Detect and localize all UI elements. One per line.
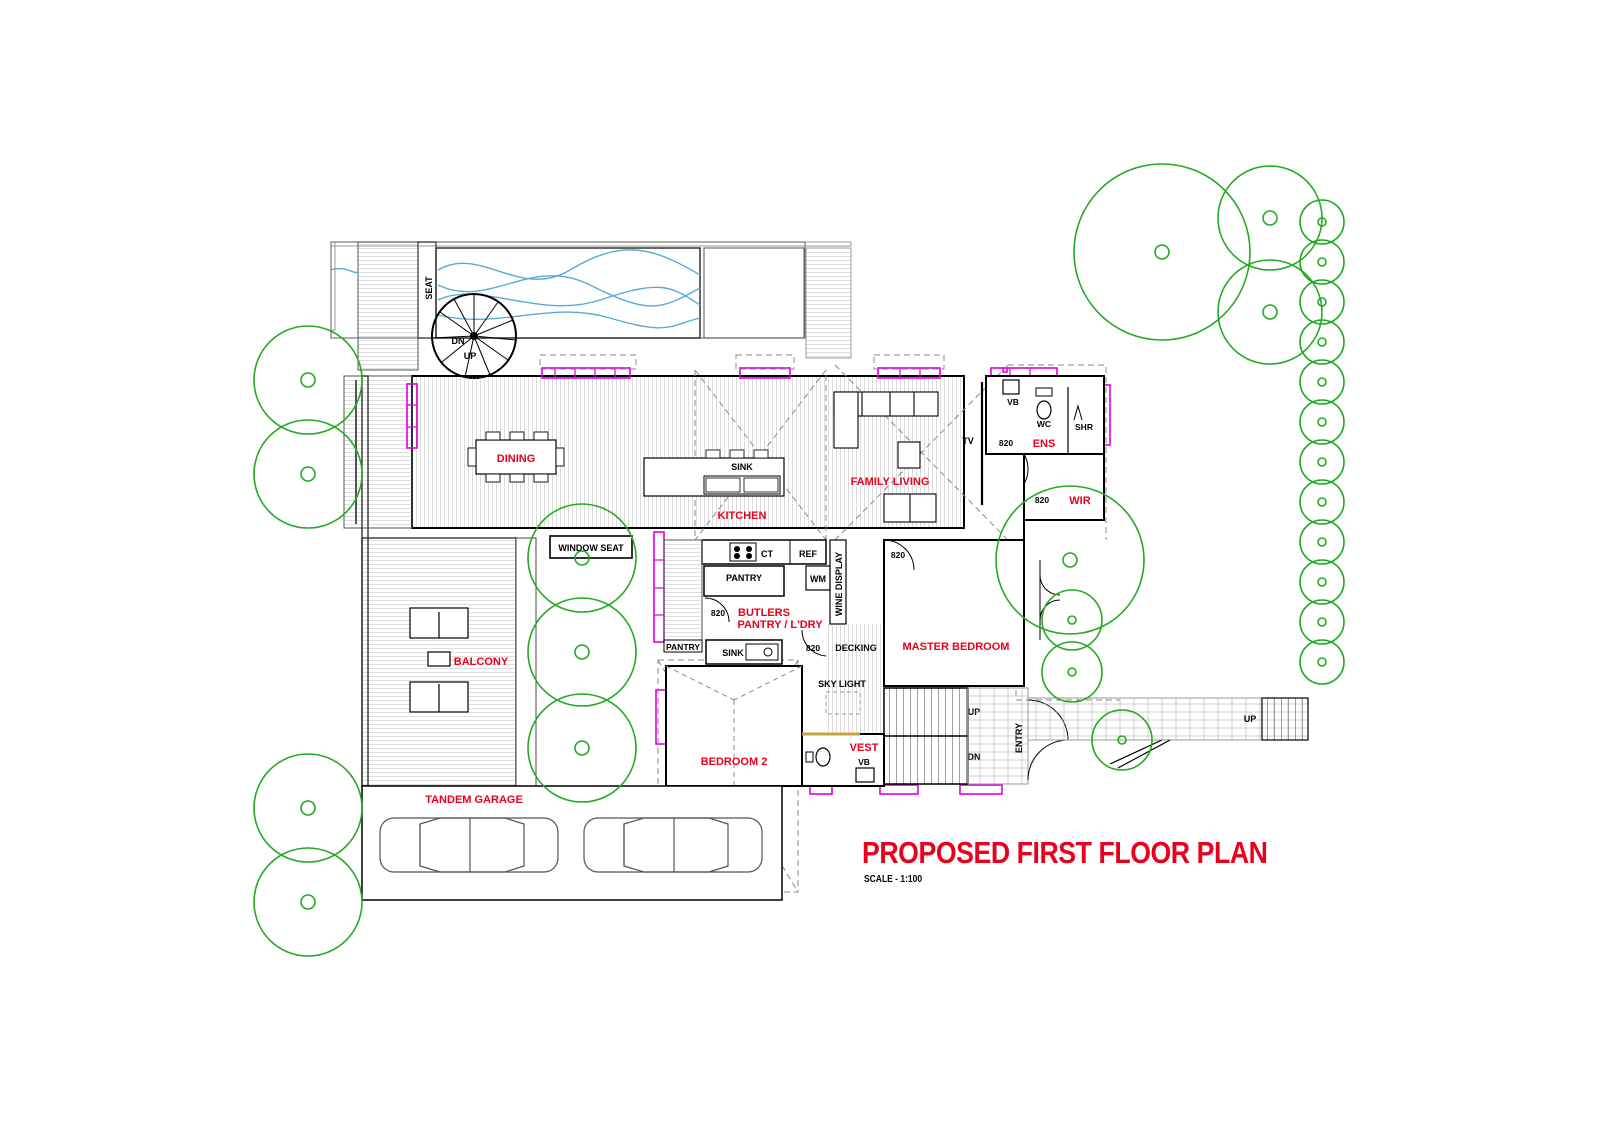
wir-door-width: 820 [1035,495,1049,505]
entry-label: ENTRY [1014,723,1024,753]
tree-canopy-icon [1299,239,1345,285]
tandem-garage: TANDEM GARAGE [361,785,783,901]
island-sink-label: SINK [731,462,753,472]
sofa-icon [409,607,469,713]
tandem-garage-label: TANDEM GARAGE [425,794,523,806]
toilet-icon [805,747,831,767]
tree-canopy-icon [1299,479,1345,525]
dining-label: DINING [497,453,536,465]
master-bedroom: 820 MASTER BEDROOM [883,454,1025,687]
butlers-door-width: 820 [711,608,725,618]
tree-canopy-icon [527,693,637,803]
tree-canopy-icon [1091,709,1153,771]
pool-terrace: SEAT DN UP [330,241,852,379]
ens-label: ENS [1033,438,1056,450]
toilet-icon [1035,387,1053,420]
car-icon [379,817,763,873]
master-bedroom-label: MASTER BEDROOM [903,641,1010,653]
tree-canopy-icon [527,503,637,613]
stairs-entry: UP DN ENTRY UP [883,560,1309,785]
wir-label: WIR [1069,495,1090,507]
path-up-label: UP [1244,714,1257,724]
sofa-icon [833,391,939,523]
shr-label: SHR [1075,422,1093,432]
ens-door-width: 820 [999,438,1013,448]
pantry-label: PANTRY [726,573,762,583]
family-living-label: FAMILY LIVING [851,476,930,488]
ensuite-wir: VB WC SHR 820 ENS 820 WIR [985,375,1105,521]
kitchen-island: SINK [643,449,785,497]
ens-wc-label: WC [1037,419,1051,429]
bedroom2-vest: BEDROOM 2 VEST VB [665,665,885,787]
tree-canopy-icon [253,325,363,435]
vest-vb-label: VB [858,757,870,767]
decking-door-width: 820 [806,643,820,653]
ref-label: REF [799,549,818,559]
tree-canopy-icon [1041,641,1103,703]
tree-canopy-icon [1299,319,1345,365]
tree-canopy-icon [1299,199,1345,245]
butlers-label-2: PANTRY / L'DRY [737,619,823,631]
tree-canopy-icon [1299,359,1345,405]
tree-canopy-icon [1299,599,1345,645]
tree-canopy-icon [1299,639,1345,685]
master-door-width: 820 [891,550,905,560]
tree-canopy-icon [253,753,363,863]
tree-canopy-icon [1217,165,1323,271]
wm-label: WM [810,574,826,584]
wine-display-label: WINE DISPLAY [834,552,844,616]
tree-canopy-icon [1299,559,1345,605]
ct-label: CT [761,549,773,559]
spiral-up-label: UP [464,351,477,361]
tree-canopy-icon [1299,519,1345,565]
sky-light-label: SKY LIGHT [818,679,866,689]
ens-vb-label: VB [1007,397,1019,407]
spiral-dn-label: DN [452,336,465,346]
tree-canopy-icon [1073,163,1251,341]
tree-canopy-icon [1217,259,1323,365]
pool-water [330,249,701,329]
window-seat-label: WINDOW SEAT [558,543,624,553]
ldry-sink-label: SINK [722,648,744,658]
plan-scale: SCALE - 1:100 [864,874,923,885]
seat-label: SEAT [424,276,434,300]
butlers-label-1: BUTLERS [738,607,790,619]
tree-canopy-icon [1299,399,1345,445]
tree-canopy-icon [1299,279,1345,325]
decking-label: DECKING [835,643,877,653]
trees [253,163,1345,957]
tree-canopy-icon [527,597,637,707]
living-area: SINK TV DINING KITCHEN FAMILY LIVING [343,354,1120,893]
dining-table [467,431,565,483]
tree-canopy-icon [253,419,363,529]
tree-canopy-icon [995,485,1145,635]
cooktop-icon [729,542,757,562]
vest-label: VEST [850,742,879,754]
bedroom2-label: BEDROOM 2 [701,756,768,768]
kitchen-label: KITCHEN [718,510,767,522]
spiral-stair: DN UP [431,293,517,379]
tv-label: TV [962,436,974,446]
plan-title: PROPOSED FIRST FLOOR PLAN [862,835,1268,870]
tree-canopy-icon [253,847,363,957]
balcony-label: BALCONY [454,656,509,668]
tree-canopy-icon [1299,439,1345,485]
pantry-small-label: PANTRY [666,642,700,652]
tree-canopy-icon [1041,589,1103,651]
